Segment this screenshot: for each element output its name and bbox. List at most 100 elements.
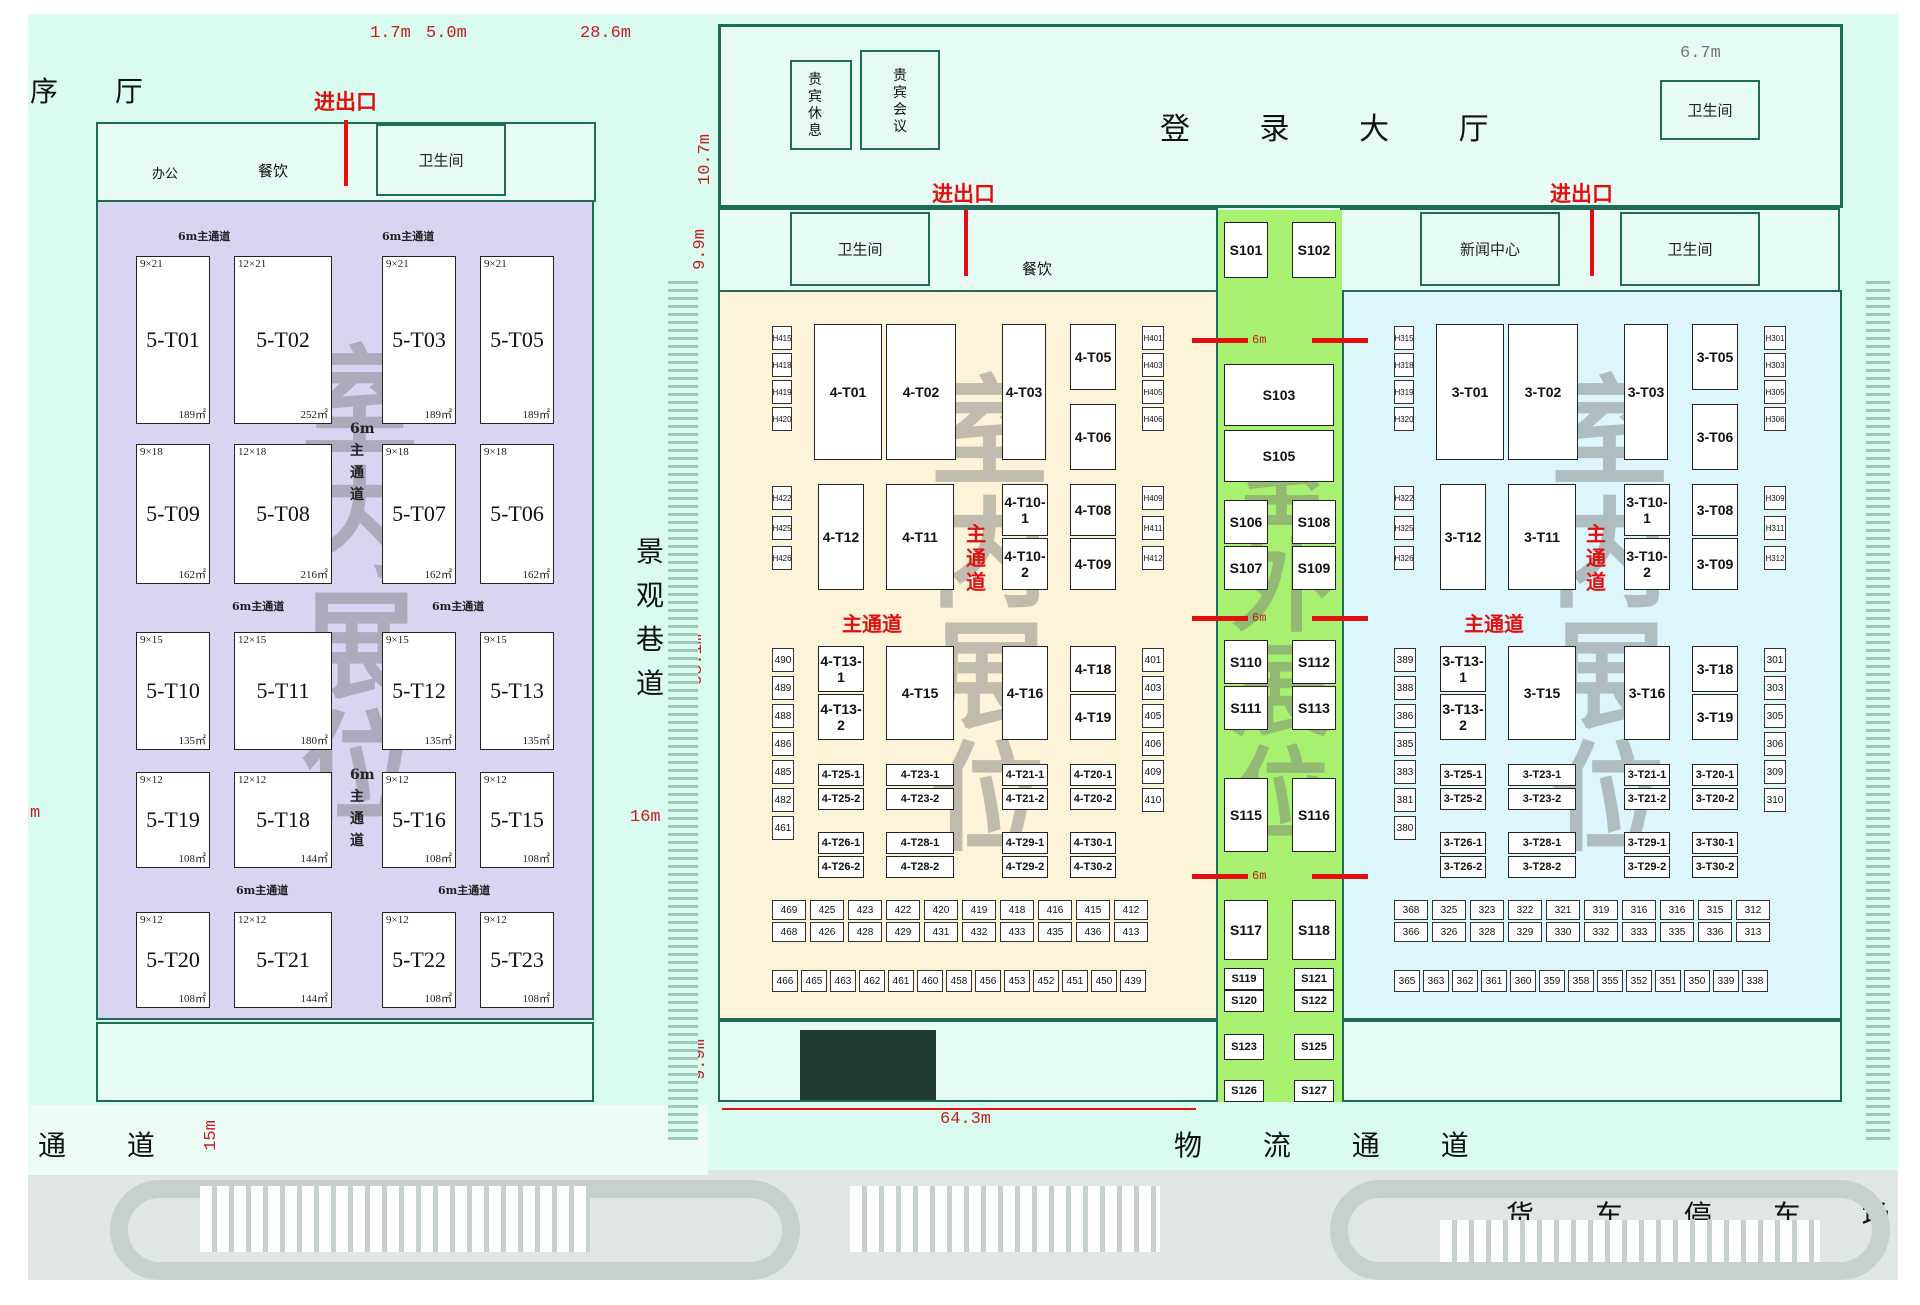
parking-stalls: [1440, 1220, 1820, 1262]
booth-area: 108㎡: [522, 853, 551, 865]
booth-hall3: 3-T09: [1692, 538, 1738, 590]
booth-size: 9×21: [484, 258, 507, 270]
booth-outdoor: S102: [1292, 222, 1336, 278]
vip-rest-label: 贵宾休息: [808, 72, 822, 139]
booth-size: 9×15: [140, 634, 163, 646]
booth-hall3: 3-T28-1: [1508, 832, 1576, 854]
booth-hall3: 3-T13-1: [1440, 646, 1486, 692]
booth-small: 420: [924, 900, 958, 920]
dim-label: m: [30, 804, 41, 823]
hall3-bottom-service: [1342, 1020, 1842, 1102]
corridor-width-label: 6m: [1252, 333, 1267, 347]
booth-small: 332: [1584, 922, 1618, 942]
logistics-label: 物 流 通 道: [1174, 1129, 1495, 1162]
booth-small: 301: [1764, 648, 1786, 672]
dim-label: 16m: [630, 808, 661, 827]
booth-small: 461: [772, 816, 794, 840]
booth-small: H306: [1764, 407, 1786, 431]
left-road: [28, 1105, 708, 1175]
booth-hall4: 4-T09: [1070, 538, 1116, 590]
booth-hall3: 3-T30-2: [1692, 856, 1738, 878]
booth-area: 180㎡: [300, 735, 329, 747]
vip-rest-room: [790, 60, 852, 150]
left-road-label: 通 道: [38, 1129, 181, 1162]
booth-small: 305: [1764, 704, 1786, 728]
booth-small: H318: [1394, 353, 1414, 377]
booth-small: H311: [1764, 516, 1786, 540]
booth-id: 5-T08: [256, 501, 310, 526]
dim-label: 5.0m: [426, 24, 467, 43]
booth-small: 388: [1394, 676, 1416, 700]
booth-small: 409: [1142, 760, 1164, 784]
booth-hall3: 3-T16: [1624, 646, 1670, 740]
booth-area: 144㎡: [300, 853, 329, 865]
entrance-arrow-3: [1590, 210, 1594, 276]
booth-size: 9×18: [484, 446, 507, 458]
booth-small: 316: [1622, 900, 1656, 920]
booth-hall4: 4-T15: [886, 646, 954, 740]
booth-small: H326: [1394, 546, 1414, 570]
booth-outdoor: S101: [1224, 222, 1268, 278]
booth-small: 322: [1508, 900, 1542, 920]
booth-outdoor: S107: [1224, 546, 1268, 590]
entrance-label-3: 进出口: [1550, 182, 1613, 206]
booth-small: H425: [772, 516, 792, 540]
booth-hall4: 4-T29-1: [1002, 832, 1048, 854]
booth-outdoor: S109: [1292, 546, 1336, 590]
booth-size: 12×15: [238, 634, 267, 646]
booth-small: 490: [772, 648, 794, 672]
booth-outdoor: S105: [1224, 430, 1334, 482]
booth-hall4: 4-T20-1: [1070, 764, 1116, 786]
booth-small: 329: [1508, 922, 1542, 942]
booth-area: 108㎡: [178, 993, 207, 1005]
booth-outdoor: S118: [1292, 900, 1336, 960]
booth-id: 5-T02: [256, 327, 310, 352]
booth-hall4: 4-T30-1: [1070, 832, 1116, 854]
booth-hall4: 4-T18: [1070, 646, 1116, 692]
booth-small: 316: [1660, 900, 1694, 920]
corridor-arrow: [1192, 338, 1248, 343]
booth-outdoor: S125: [1294, 1034, 1334, 1060]
booth-small: 363: [1423, 970, 1449, 992]
booth-small: 380: [1394, 816, 1416, 840]
booth-id: 5-T10: [146, 678, 200, 703]
booth-small: 435: [1038, 922, 1072, 942]
booth-id: 5-T12: [392, 678, 446, 703]
booth-small: 365: [1394, 970, 1420, 992]
booth-small: 323: [1470, 900, 1504, 920]
aisle-label: 6m主通道: [438, 884, 491, 897]
hall5-restroom: 卫生间: [376, 124, 506, 196]
booth-id: 5-T07: [392, 501, 446, 526]
booth-hall3: 3-T19: [1692, 694, 1738, 740]
booth-small: H319: [1394, 380, 1414, 404]
booth-small: 456: [975, 970, 1001, 992]
booth-hall4: 4-T23-1: [886, 764, 954, 786]
booth-id: 5-T15: [490, 807, 544, 832]
dim-label: 6.7m: [1680, 44, 1721, 63]
booth-small: H325: [1394, 516, 1414, 540]
booth-id: 5-T20: [146, 947, 200, 972]
booth-hall3: 3-T01: [1436, 324, 1504, 460]
booth-size: 9×12: [484, 914, 507, 926]
booth-outdoor: S110: [1224, 640, 1268, 684]
booth-small: 425: [810, 900, 844, 920]
booth-outdoor: S103: [1224, 364, 1334, 426]
booth-small: 426: [810, 922, 844, 942]
booth-area: 162㎡: [522, 569, 551, 581]
booth-hall3: 3-T03: [1624, 324, 1668, 460]
booth-hall4: 4-T02: [886, 324, 956, 460]
hall4-bottom-service: [718, 1020, 1218, 1102]
booth-small: 306: [1764, 732, 1786, 756]
booth-outdoor: S117: [1224, 900, 1268, 960]
booth-small: 309: [1764, 760, 1786, 784]
booth-size: 9×21: [140, 258, 163, 270]
aisle-label-vertical: 6m主通道: [350, 767, 375, 849]
booth-hall4: 4-T28-2: [886, 856, 954, 878]
